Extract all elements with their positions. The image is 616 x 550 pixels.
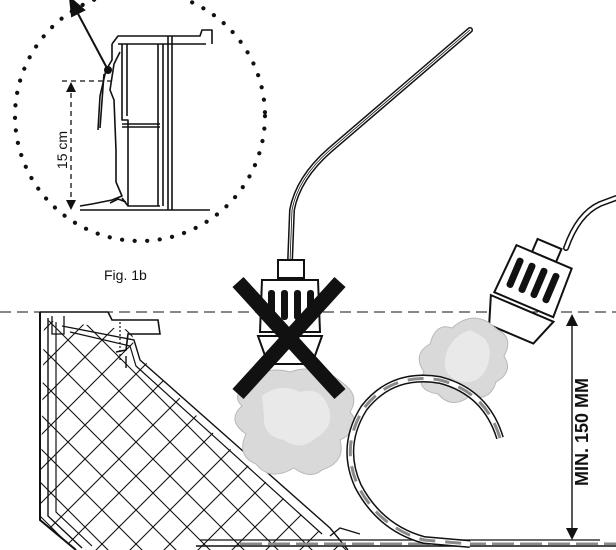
detail-dimension-line	[62, 80, 112, 210]
torch-correct-icon	[488, 195, 616, 345]
min-distance-dimension	[566, 314, 578, 540]
roof-edge-section	[39, 311, 616, 550]
detail-dimension-label: 15 cm	[54, 131, 70, 169]
detail-edge-profile	[79, 29, 213, 211]
figure-caption: Fig. 1b	[104, 267, 147, 283]
min-distance-label: MIN. 150 MM	[572, 378, 592, 486]
torch-wrong-icon	[256, 27, 473, 365]
membrane-roll	[346, 374, 504, 548]
detail-arrow	[69, 0, 112, 74]
cross-icon	[232, 276, 346, 400]
detail-circle	[12, 0, 268, 244]
